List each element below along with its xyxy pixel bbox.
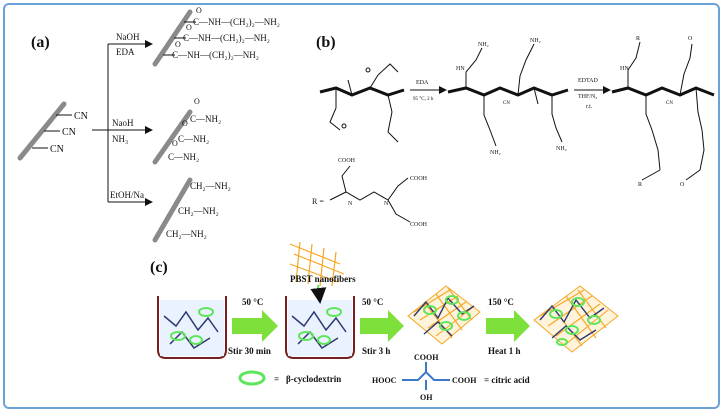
beaker-1 (157, 296, 227, 359)
p1-group-1: C—NH—(CH₂)₂—NH₂ (193, 17, 280, 27)
reagent-nh3: NH₃ (112, 134, 128, 144)
r-cooh-2: COOH (410, 222, 428, 228)
citric-label: = citric acid (484, 375, 530, 385)
reagent-etoh-na: EtOH/Na (110, 190, 144, 200)
b2-cn: CN (503, 101, 510, 106)
step1-reagent: EDA (416, 80, 429, 86)
process-arrow-2 (360, 310, 404, 342)
citric-hooc: HOOC (372, 376, 397, 385)
r-cooh-3: COOH (338, 158, 356, 164)
svg-text:O: O (182, 119, 188, 128)
b3-hn: HN (620, 66, 629, 72)
start-cn-1: CN (74, 111, 88, 122)
figure-frame (3, 3, 720, 409)
b2-nh2-top-1: NH₂ (478, 42, 489, 48)
nanofiber-label: PBST nanofibers (290, 274, 356, 284)
b2-nh2-bot-1: NH₂ (490, 150, 501, 156)
p1-group-3: C—NH—(CH₂)₂—NH₂ (172, 50, 259, 60)
p2-group-2: C—NH₂ (178, 134, 209, 144)
panel-b-scheme (319, 41, 715, 223)
p3-group-1: CH₂—NH₂ (190, 181, 231, 191)
r-n-2: N (384, 201, 389, 207)
step3-time: Heat 1 h (488, 346, 521, 356)
p2-group-3: C—NH₂ (168, 152, 199, 162)
citric-oh: OH (420, 393, 433, 402)
r-equals: R = (312, 197, 324, 206)
b2-nh2-bot-2: NH₂ (556, 146, 567, 152)
step3-temp: 150 °C (488, 297, 514, 307)
nanofiber-mat (289, 241, 345, 287)
solution-1 (160, 300, 224, 356)
cd-label: β-cyclodextrin (286, 374, 341, 384)
step1-conditions: 95 °C, 2 h (413, 97, 434, 102)
panel-label-b: (b) (316, 34, 336, 51)
svg-text:O: O (196, 6, 202, 15)
cyclodextrin-symbol (238, 370, 266, 386)
p1-group-2: C—NH—(CH₂)₂—NH₂ (183, 33, 270, 43)
panel-label-a: (a) (31, 34, 50, 51)
r-cooh-1: COOH (410, 176, 428, 182)
pan-backbone (17, 101, 67, 161)
beaker-2 (285, 296, 355, 359)
svg-text:O: O (175, 40, 181, 49)
solution-2 (288, 300, 352, 356)
step1-time: Stir 30 min (228, 346, 271, 356)
reagent-eda: EDA (116, 47, 135, 57)
step2-solvent: THF/N₂ (578, 94, 597, 100)
citric-cooh-right: COOH (452, 376, 477, 385)
b3-o-bot: O (680, 182, 685, 188)
b3-cn: CN (666, 101, 673, 106)
step2-time: r.t. (586, 104, 593, 110)
start-cn-3: CN (50, 144, 64, 155)
step2-temp: 50 °C (362, 297, 383, 307)
svg-text:O: O (172, 139, 178, 148)
b2-nh2-top-2: NH₂ (530, 38, 541, 44)
citric-acid-skeleton (402, 362, 450, 390)
reagent-naoh: NaOH (116, 32, 140, 42)
step2-reagent: EDTAD (578, 78, 599, 84)
cd-equals: = (274, 374, 279, 384)
b2-hn: HN (456, 66, 465, 72)
svg-text:O: O (186, 23, 192, 32)
panel-b-text: EDA 95 °C, 2 h EDTAD THF/N₂ r.t. R = COO… (312, 36, 693, 228)
panel-a-scheme: CN CN CN NaOH EDA NaoH NH₃ EtOH/Na O C—N… (17, 6, 280, 243)
process-arrow-3 (486, 310, 530, 342)
panel-c-scheme: 50 °C Stir 30 min PBST nanofibers 50 °C … (157, 241, 619, 402)
p3-group-2: CH₂—NH₂ (178, 206, 219, 216)
panel-label-c: (c) (150, 259, 168, 276)
b3-r-bot: R (638, 182, 642, 188)
step1-temp: 50 °C (242, 297, 263, 307)
process-arrow-1 (232, 310, 278, 342)
start-cn-2: CN (62, 127, 76, 138)
b3-o-top: O (688, 36, 693, 42)
b3-r-top: R (636, 36, 640, 42)
citric-cooh-top: COOH (414, 353, 439, 362)
r-n-1: N (348, 201, 353, 207)
step2-time-c: Stir 3 h (362, 346, 390, 356)
composite-mat-1 (407, 285, 481, 345)
reagent-naoh-2: NaoH (112, 118, 134, 128)
svg-text:O: O (194, 97, 200, 106)
p3-group-3: CH₂—NH₂ (166, 229, 207, 239)
composite-mat-2 (533, 285, 619, 353)
p2-group-1: C—NH₂ (190, 114, 221, 124)
